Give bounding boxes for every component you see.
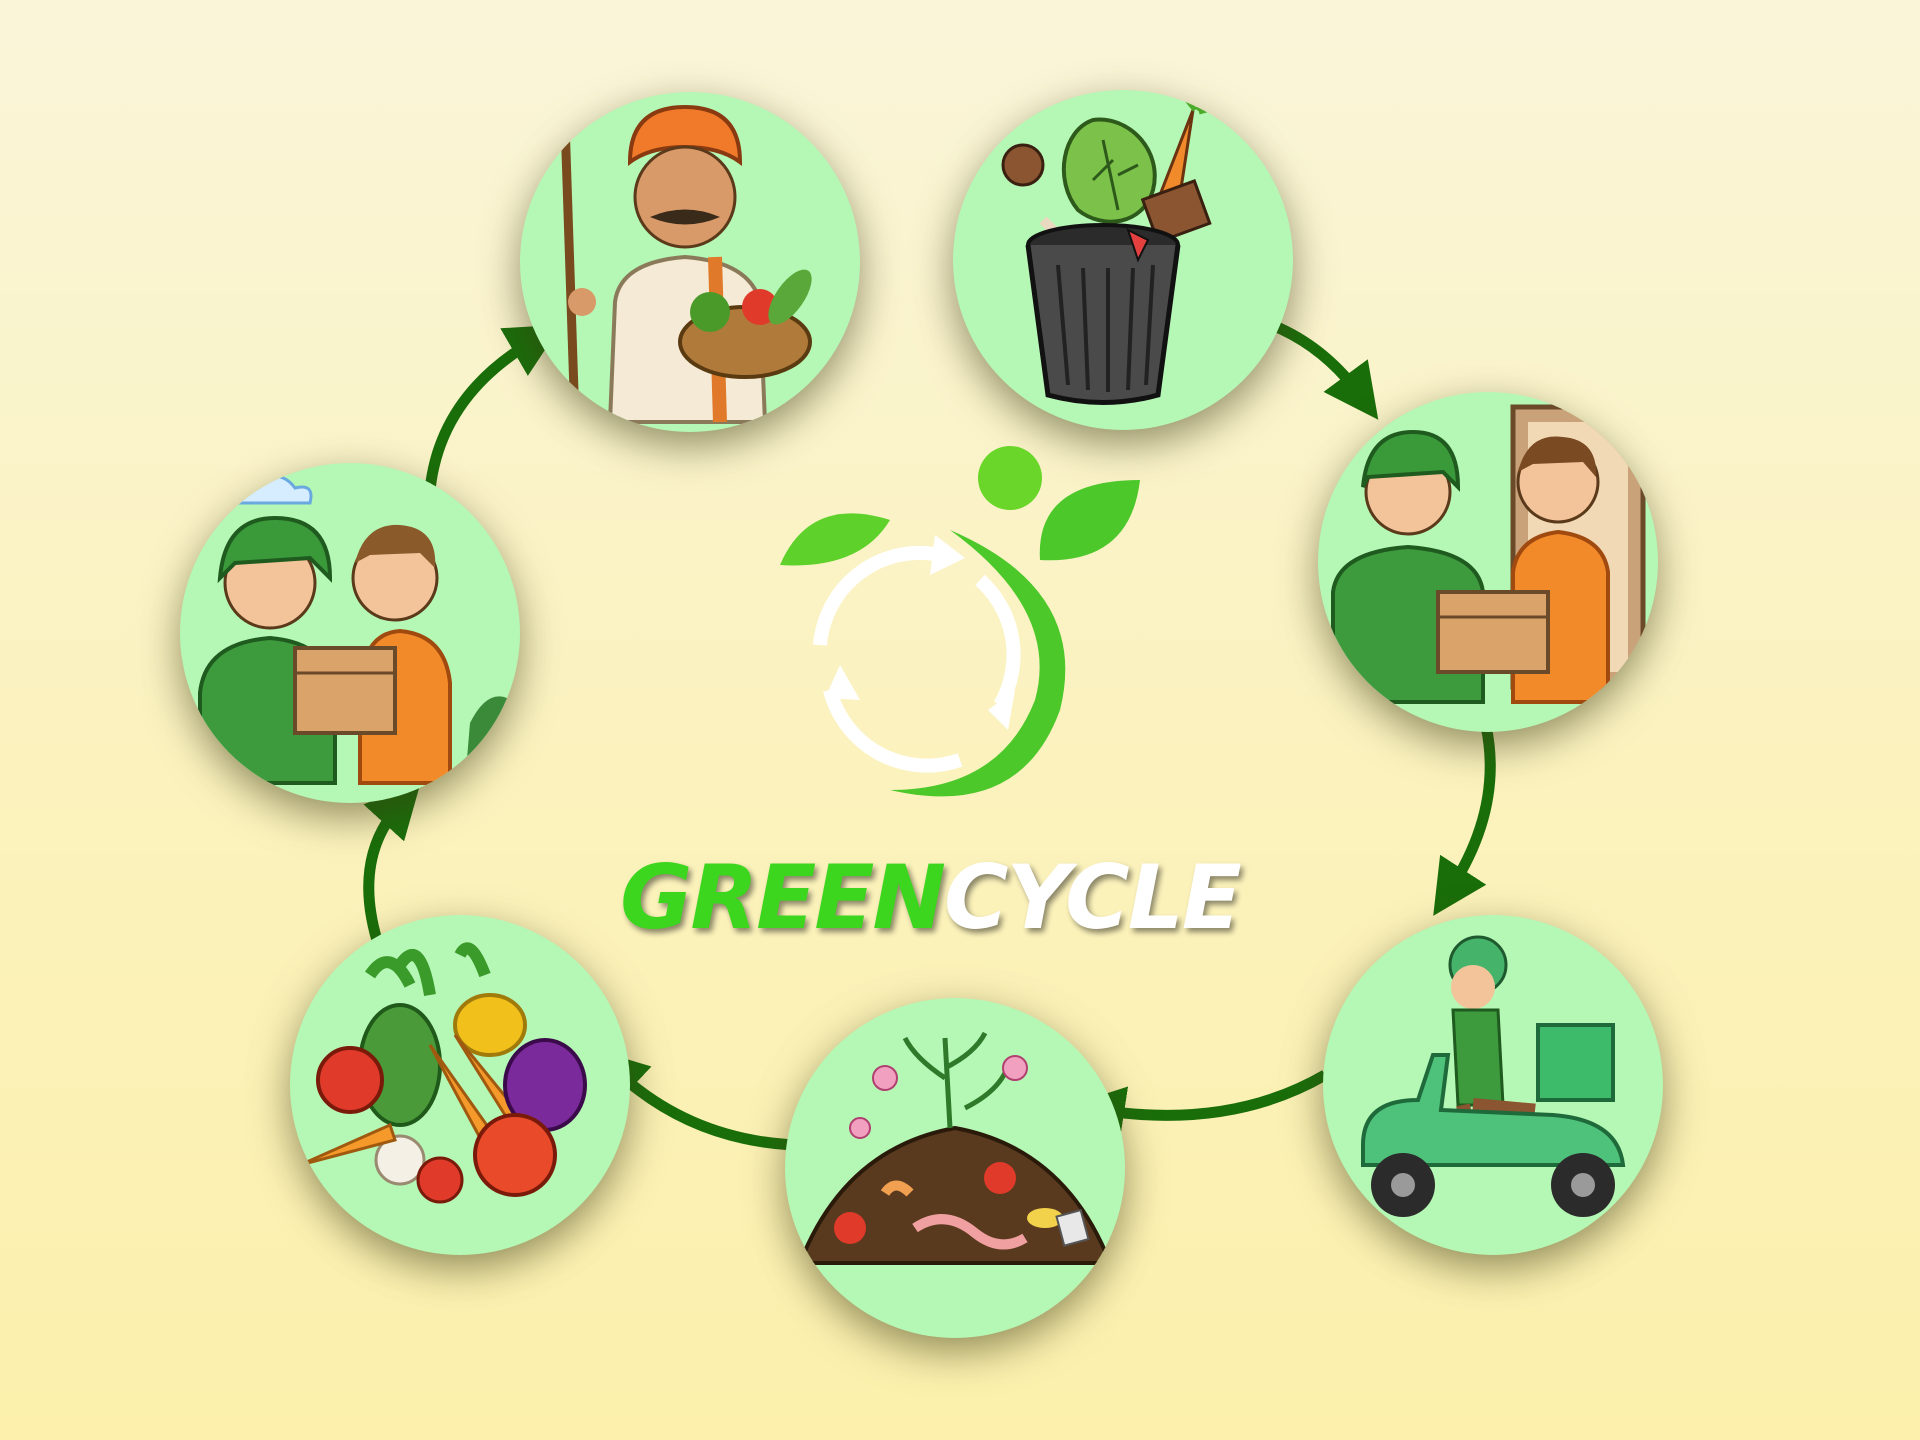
trash-can-with-food-scraps-icon	[1001, 93, 1216, 405]
arrow-transport-to-compost	[1069, 1070, 1328, 1141]
step-delivery	[180, 463, 520, 803]
brand-word-green: GREEN	[620, 846, 946, 949]
step-fresh-produce	[290, 915, 630, 1255]
step-pickup	[1318, 392, 1658, 732]
step-transport	[1323, 915, 1663, 1255]
step-compost	[785, 998, 1125, 1338]
step-food-waste	[953, 90, 1293, 430]
courier-handing-box-to-customer-icon	[198, 475, 515, 785]
farmer-with-vegetable-basket-icon	[560, 104, 812, 424]
brand-word-white: CYCLE	[943, 846, 1242, 949]
greencycle-logo-icon	[780, 446, 1140, 797]
courier-receiving-box-at-door-icon	[1331, 404, 1646, 704]
arrow-produce-to-delivery	[363, 782, 421, 952]
brand-wordmark: GREENCYCLE	[600, 848, 1260, 948]
vegetable-pile-icon	[299, 942, 587, 1204]
arrow-delivery-to-farmer	[424, 324, 562, 491]
scooter-delivery-rider-icon	[1361, 935, 1626, 1217]
step-farmer	[520, 92, 860, 432]
compost-heap-with-worms-icon	[797, 1031, 1113, 1265]
